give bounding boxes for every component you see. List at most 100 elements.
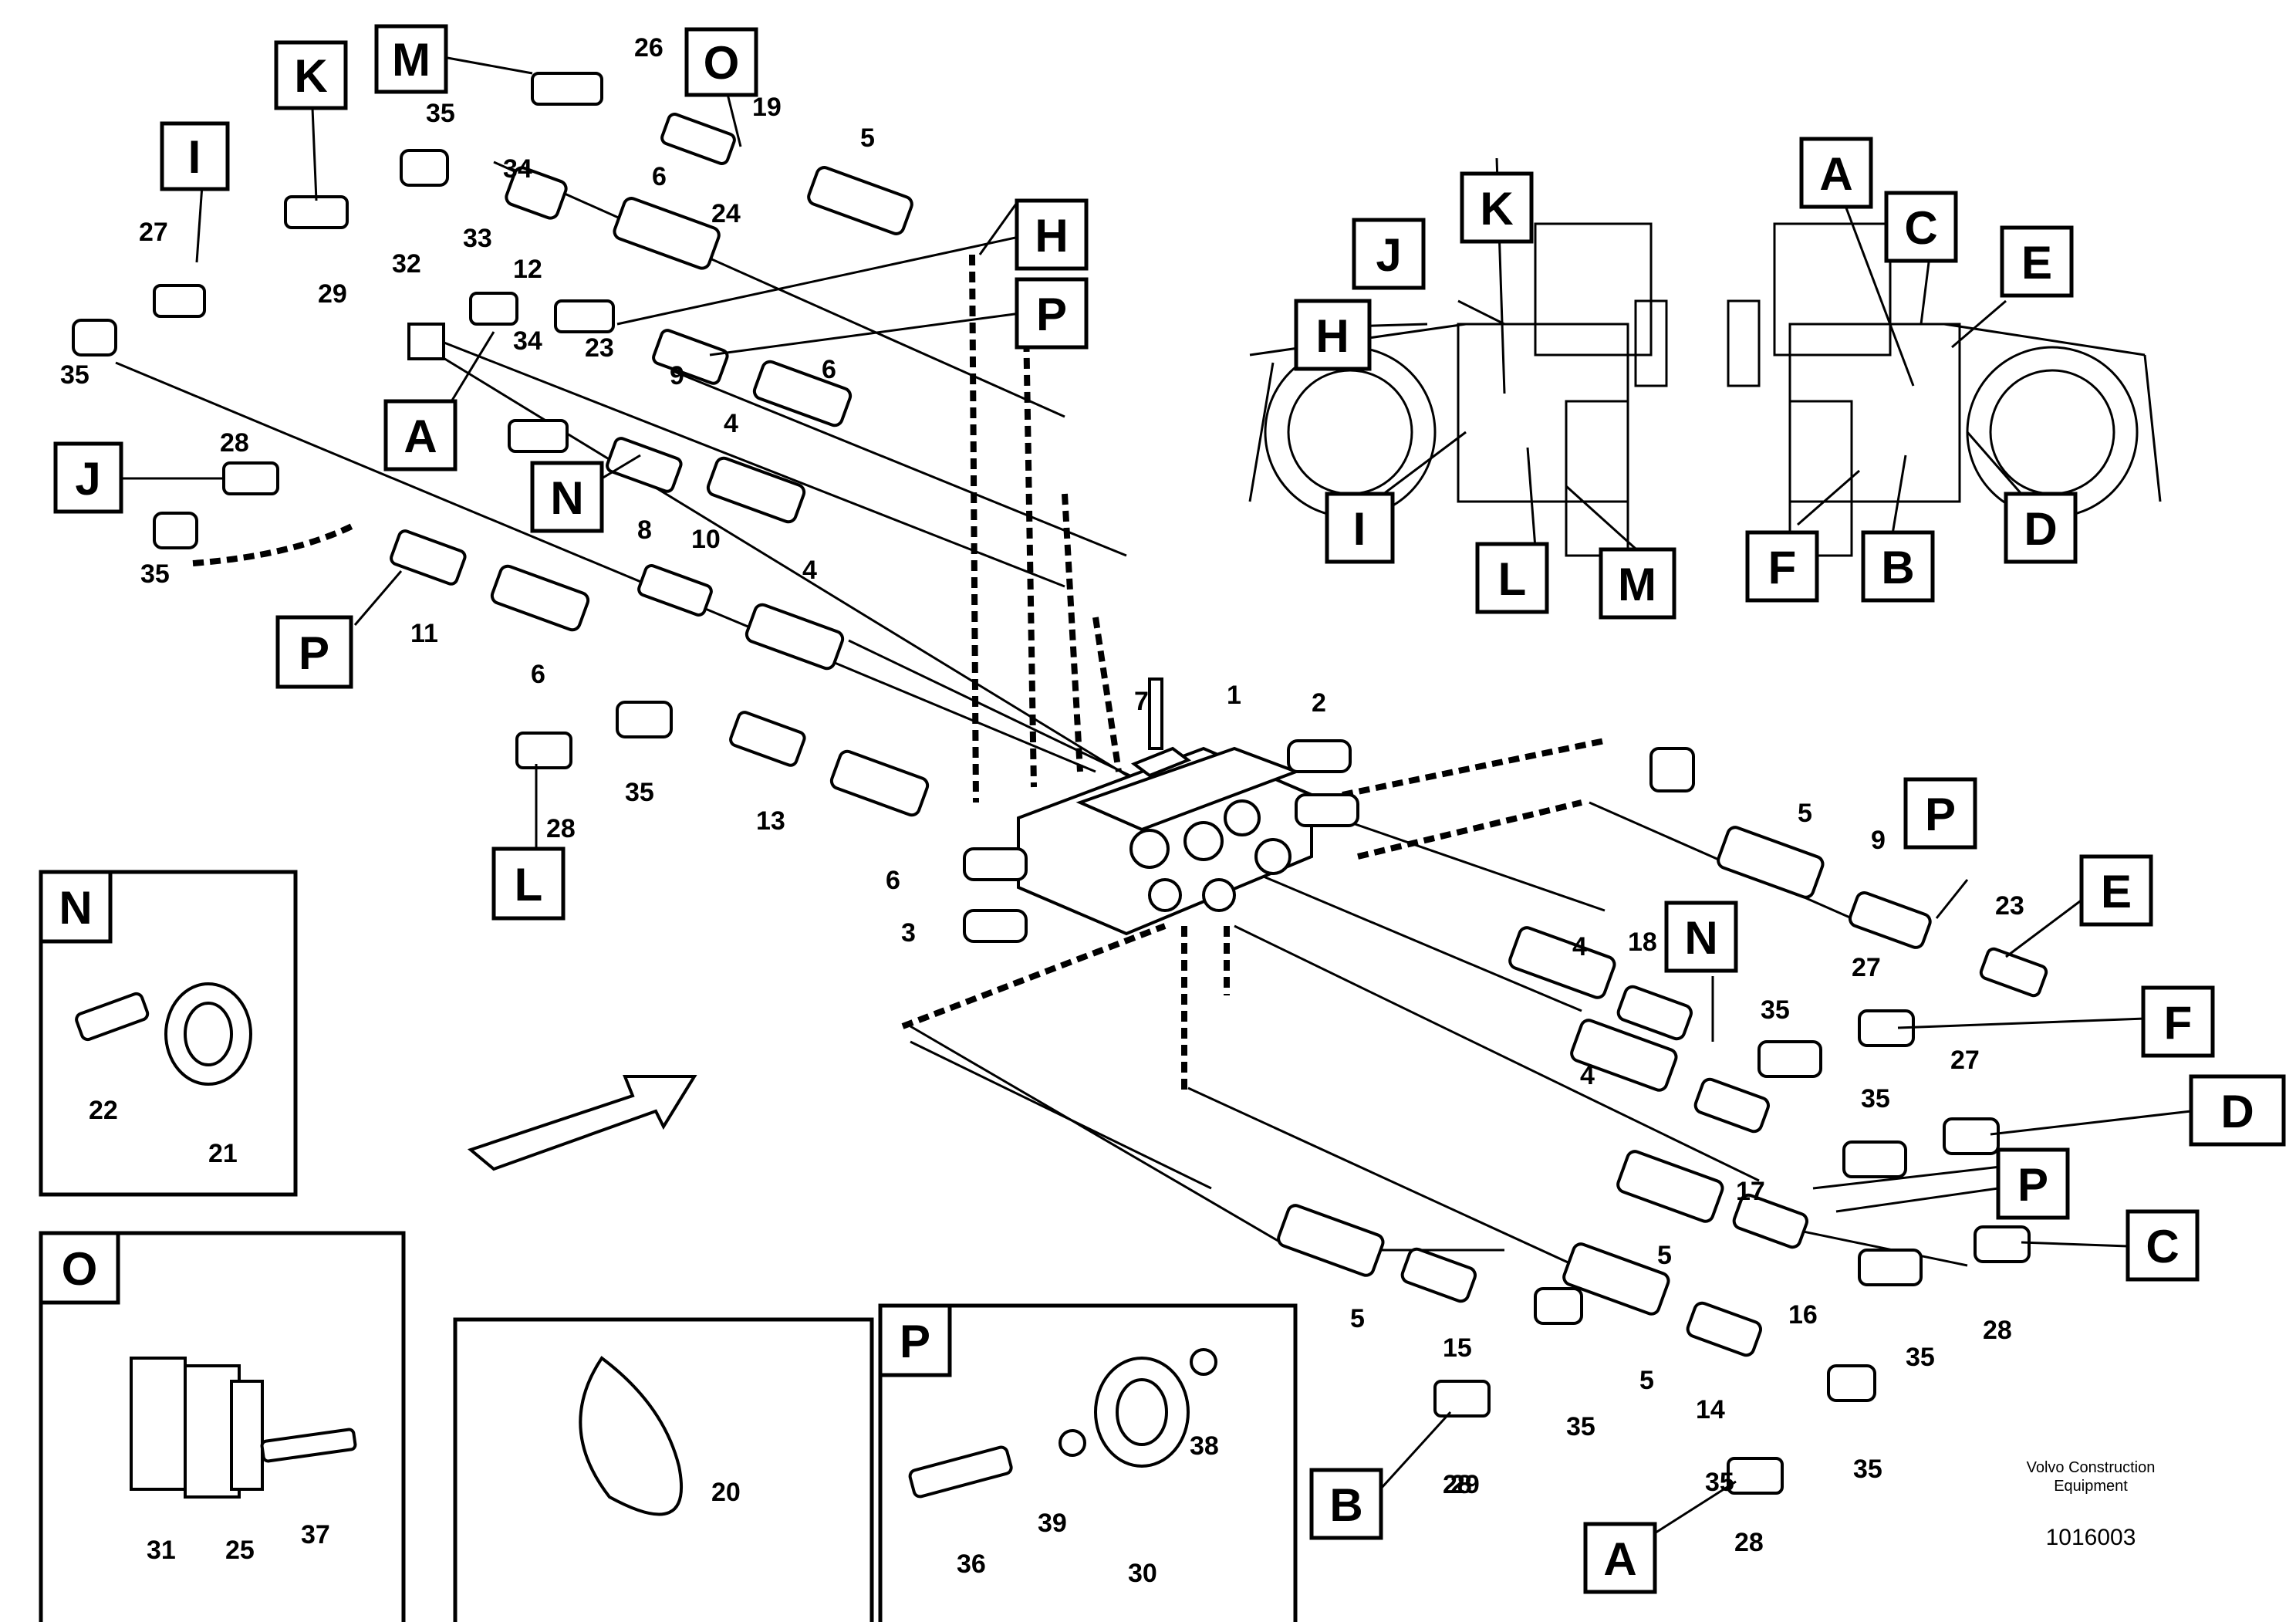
ref-box-f1: F: [2141, 985, 2215, 1058]
svg-text:18: 18: [1628, 928, 1657, 957]
svg-text:14: 14: [1696, 1395, 1725, 1424]
svg-text:19: 19: [752, 93, 782, 122]
svg-text:5: 5: [1639, 1366, 1654, 1395]
svg-text:16: 16: [1788, 1300, 1818, 1330]
svg-text:6: 6: [531, 660, 545, 689]
svg-text:35: 35: [1861, 1084, 1890, 1113]
svg-text:35: 35: [1853, 1455, 1882, 1484]
svg-text:5: 5: [860, 123, 875, 153]
svg-text:P: P: [2017, 1159, 2048, 1211]
ref-box-m2: M: [1599, 547, 1676, 620]
svg-text:E: E: [2021, 237, 2052, 289]
ref-box-n2: N: [1664, 901, 1738, 973]
ref-box-i2: I: [1325, 492, 1395, 564]
inset-o-label: O: [62, 1243, 98, 1295]
svg-text:24: 24: [711, 199, 741, 228]
svg-text:E: E: [2101, 866, 2132, 917]
svg-text:7: 7: [1134, 687, 1149, 716]
inset-p-label: P: [900, 1316, 930, 1367]
ref-box-p4: P: [1996, 1147, 2070, 1220]
inset-n: N: [39, 870, 298, 1197]
svg-text:1: 1: [1227, 681, 1241, 710]
svg-text:35: 35: [426, 99, 455, 128]
svg-text:3: 3: [901, 918, 916, 948]
svg-text:6: 6: [822, 355, 836, 384]
svg-text:28: 28: [1443, 1470, 1472, 1499]
svg-text:33: 33: [463, 224, 492, 253]
flow-arrow: [467, 1075, 697, 1171]
svg-text:4: 4: [1580, 1061, 1595, 1090]
reference-boxes: M O K I H P A N J P L P E N F D P C B A …: [53, 24, 2286, 1594]
ref-box-c1: C: [2125, 1209, 2200, 1282]
svg-text:23: 23: [585, 333, 614, 363]
svg-text:34: 34: [513, 326, 542, 356]
svg-text:28: 28: [220, 428, 249, 458]
svg-text:27: 27: [139, 218, 168, 247]
svg-text:27: 27: [1950, 1046, 1980, 1075]
svg-text:L: L: [1498, 553, 1527, 605]
ref-box-p1: P: [1015, 277, 1089, 350]
ref-box-b2: B: [1861, 530, 1935, 603]
svg-text:23: 23: [1995, 891, 2024, 921]
svg-text:38: 38: [1190, 1431, 1219, 1461]
svg-text:35: 35: [60, 360, 89, 390]
ref-box-j2: J: [1352, 218, 1426, 290]
svg-text:31: 31: [147, 1536, 176, 1565]
svg-text:I: I: [1353, 503, 1366, 555]
svg-text:D: D: [2024, 503, 2057, 555]
svg-text:F: F: [1768, 542, 1797, 593]
svg-text:N: N: [550, 472, 583, 524]
svg-text:10: 10: [691, 525, 721, 554]
svg-text:25: 25: [225, 1536, 255, 1565]
inset-cable-tie: [453, 1317, 874, 1622]
ref-box-a3: A: [1799, 137, 1873, 209]
svg-text:A: A: [1819, 148, 1852, 200]
svg-text:6: 6: [652, 162, 667, 191]
ref-box-h: H: [1015, 198, 1089, 271]
ref-box-p3: P: [1903, 777, 1977, 850]
ref-box-j1: J: [53, 441, 123, 514]
svg-text:35: 35: [625, 778, 654, 807]
svg-text:J: J: [75, 453, 100, 505]
ref-box-a2: A: [1583, 1522, 1657, 1594]
svg-text:M: M: [1618, 559, 1656, 610]
svg-text:28: 28: [546, 814, 576, 843]
ref-box-f2: F: [1745, 530, 1819, 603]
svg-text:26: 26: [634, 33, 663, 63]
svg-text:5: 5: [1350, 1304, 1365, 1333]
svg-text:5: 5: [1657, 1241, 1672, 1270]
ref-box-p2: P: [275, 615, 353, 689]
ref-box-n1: N: [530, 461, 604, 533]
svg-text:K: K: [294, 50, 327, 102]
svg-text:2: 2: [1312, 688, 1326, 718]
part-callouts: 1 2 3 4 4 4 4 5 5 5 5 5 6 6 6 6 7 8 9 9 …: [60, 33, 2024, 1588]
svg-text:4: 4: [724, 409, 738, 438]
svg-text:30: 30: [1128, 1559, 1157, 1588]
ref-box-o: O: [684, 27, 758, 97]
brand-line-1: Volvo Construction: [2027, 1459, 2156, 1476]
brand-line-2: Equipment: [2054, 1478, 2128, 1495]
ref-box-a1: A: [383, 399, 458, 471]
svg-text:A: A: [403, 411, 437, 462]
svg-text:9: 9: [670, 361, 684, 390]
svg-text:K: K: [1480, 183, 1513, 235]
svg-text:11: 11: [410, 619, 438, 648]
svg-text:J: J: [1376, 229, 1401, 281]
svg-text:8: 8: [637, 515, 652, 545]
svg-text:28: 28: [1983, 1316, 2012, 1345]
svg-text:N: N: [1684, 912, 1717, 964]
svg-text:M: M: [392, 34, 430, 86]
ref-box-c2: C: [1884, 191, 1958, 263]
ref-box-m: M: [374, 24, 448, 94]
svg-text:34: 34: [503, 154, 532, 184]
svg-text:P: P: [1925, 789, 1956, 840]
ref-box-k: K: [274, 40, 348, 110]
svg-text:21: 21: [208, 1139, 238, 1168]
svg-text:12: 12: [513, 255, 542, 284]
svg-text:O: O: [704, 37, 740, 89]
svg-text:I: I: [188, 131, 201, 183]
manifold-block: [963, 678, 1359, 943]
ref-box-d1: D: [2189, 1074, 2286, 1147]
svg-text:D: D: [2220, 1086, 2254, 1137]
